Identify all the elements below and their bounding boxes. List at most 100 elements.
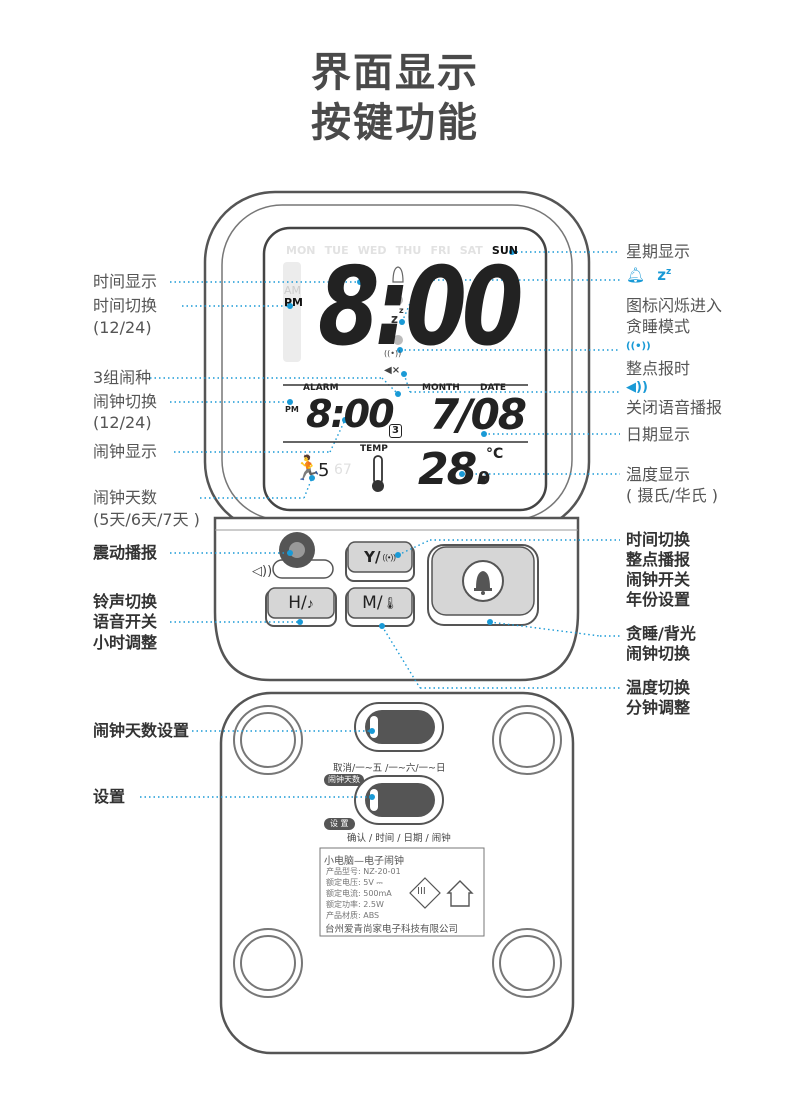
label-temp-display: 温度显示 [626,465,691,484]
label-time-switch-sub: (12/24) [93,318,152,337]
house-icon [448,881,472,906]
lcd-pm: PM [284,296,304,309]
running-man-icon: 🏃 [293,455,323,482]
zz-icon: zz [657,266,672,284]
spec-line: 额定电压: 5V ⎓ [326,878,383,887]
label-y-chime: 整点播报 [626,550,691,569]
label-y-alarm-toggle: 闹钟开关 [626,570,691,589]
snooze-legend-icons: 🔔︎ zz [626,266,671,284]
spec-list: 产品型号: NZ-20-01 额定电压: 5V ⎓ 额定电流: 500mA 额定… [326,866,401,921]
lcd-temp-label: TEMP [360,444,388,454]
label-y-time-switch: 时间切换 [626,530,691,549]
label-hour-adjust: 小时调整 [93,633,158,652]
label-hourly-chime: 整点报时 [626,359,691,378]
music-note-icon: ♪ [306,595,314,611]
label-snooze-alarm-switch: 闹钟切换 [626,644,691,663]
settings-switch[interactable] [365,783,435,817]
lcd-alarm-group: 3 [389,424,402,438]
lcd-month-label: MONTH [422,383,460,393]
label-alarm-days: 闹钟天数 [93,488,158,507]
weekday-mon: MON [286,244,316,257]
h-button[interactable]: H/ ♪ [268,588,334,618]
chime-small-icon: ((•)) [382,552,396,562]
lcd-alarm-days: 5 [318,460,330,481]
chime-icon: ((•)) [384,349,402,358]
label-snooze-note-2: 贪睡模式 [626,317,691,336]
bell-outline-icon: 🔔︎ [626,267,646,284]
lcd-alarm-time: 8:00 [306,392,395,436]
weekday-tue: TUE [324,244,349,257]
leader-dots [287,249,515,800]
mute-speaker-icon: ◀× [384,365,401,376]
label-voice-switch: 语音开关 [93,612,158,631]
y-button[interactable]: Y/ ((•)) [348,542,412,572]
weekday-sat: SAT [459,244,483,257]
label-alarm-switch: 闹钟切换 [93,392,158,411]
label-mute-voice: 关闭语音播报 [626,398,723,417]
chime-legend-icon: ((•)) [626,341,651,352]
lcd-alarm-pm: PM [285,405,299,414]
lcd-date-value: 7/08 [430,390,527,439]
lcd-screen [262,226,548,512]
thermometer-small-icon: 🌡 [382,596,398,610]
switch2-tag: 闹钟天数 [324,774,364,786]
snooze-z-small-icon: z [399,306,404,315]
h-button-shape [265,587,337,627]
lcd-ghost-digits [283,262,301,362]
switch1-caption: 取消/一~五 /一~六/一~日 [333,763,446,774]
m-button-shape [345,587,415,627]
title-line-1: 界面显示 [311,50,479,96]
label-time-display: 时间显示 [93,272,158,291]
title-line-2: 按键功能 [311,100,479,146]
company-name: 台州爱青尚家电子科技有限公司 [325,924,459,935]
weekday-sun: SUN [491,244,518,257]
spec-line: 额定功率: 2.5W [326,900,384,909]
label-ring-switch: 铃声切换 [93,592,158,611]
label-alarm-switch-sub: (12/24) [93,413,152,432]
svg-text:◁)): ◁)) [252,564,272,579]
switch2-caption: 确认 / 时间 / 日期 / 闹钟 [347,833,451,844]
leader-lines [140,251,620,798]
label-time-switch: 时间切换 [93,296,158,315]
m-button-label: M/ [362,593,383,613]
vibration-slider[interactable] [273,532,333,578]
switch2-tag-2: 设 置 [324,818,355,830]
snooze-z-icon: z [391,312,398,326]
snooze-button[interactable] [432,547,534,615]
label-alarm-days-setting: 闹钟天数设置 [93,721,190,740]
label-alarm-groups: 3组闹种 [93,368,152,387]
label-snooze-backlight: 贪睡/背光 [626,624,696,643]
lcd-date-label: DATE [480,383,507,393]
label-date-display: 日期显示 [626,425,691,444]
label-settings: 设置 [93,787,126,806]
label-alarm-days-sub: (5天/6天/7天 ) [93,510,200,529]
spec-line: 产品型号: NZ-20-01 [326,867,401,876]
weekday-fri: FRI [430,244,451,257]
spec-line: 额定电流: 500mA [326,889,392,898]
h-button-label: H/ [288,593,307,613]
lcd-main-time: 8:00 [318,245,524,370]
rubber-feet [233,705,562,998]
weekday-wed: WED [357,244,387,257]
lcd-alarm-label: ALARM [303,383,339,393]
label-snooze-note-1: 图标闪烁进入 [626,296,723,315]
label-vibration: 震动播报 [93,543,158,562]
spec-line: 产品材质: ABS [326,911,380,920]
label-weekday-display: 星期显示 [626,242,691,261]
vibration-switch: ◁)) [252,532,334,579]
m-button[interactable]: M/ 🌡 [348,588,412,618]
thermometer-icon [372,455,384,492]
alarm-days-switch[interactable] [365,710,435,744]
label-alarm-display: 闹钟显示 [93,442,158,461]
label-minute-adjust: 分钟调整 [626,698,691,717]
label-y-year-set: 年份设置 [626,590,691,609]
product-title: 小电脑—电子闹钟 [324,856,404,867]
lcd-alarm-days-ghost: 67 [334,462,352,478]
lcd-temp-value: 28. [418,444,492,495]
class-iii-mark: III [417,886,426,897]
snooze-button-shape [427,544,539,626]
weekday-thu: THU [395,244,422,257]
lcd-temp-decimal: 9 [478,468,491,489]
y-button-label: Y/ [364,548,381,566]
